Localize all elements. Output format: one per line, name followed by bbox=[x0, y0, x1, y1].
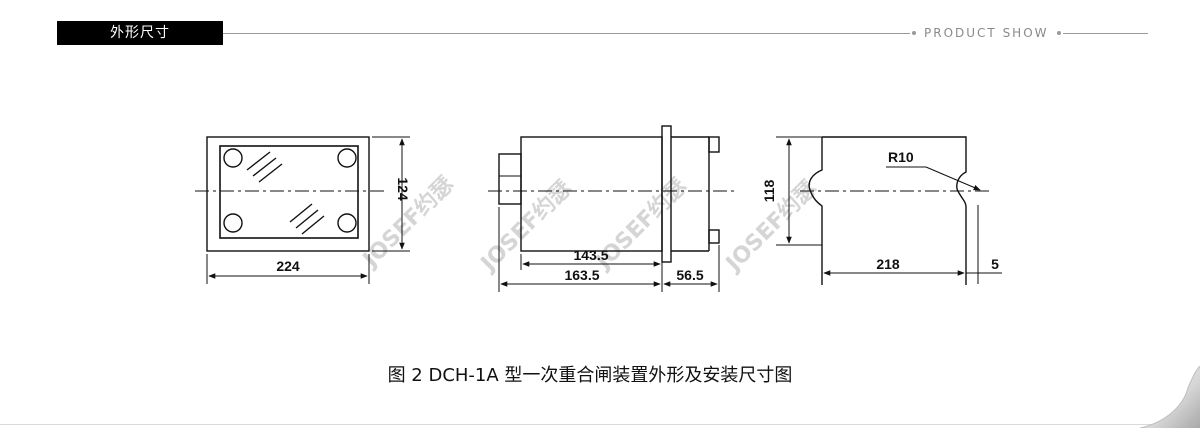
cutout-view bbox=[776, 136, 1002, 285]
header-divider-left bbox=[223, 33, 910, 34]
inner-depth-label: 143.5 bbox=[573, 247, 608, 263]
side-flange bbox=[661, 125, 672, 263]
divider-dot-right bbox=[1057, 31, 1061, 35]
figure-caption: 图 2 DCH-1A 型一次重合闸装置外形及安装尺寸图 bbox=[387, 365, 793, 386]
radius-label: R10 bbox=[888, 149, 914, 165]
front-view bbox=[195, 136, 410, 284]
front-outer-panel bbox=[206, 136, 370, 252]
corner-hole-br bbox=[337, 213, 357, 233]
side-view bbox=[488, 125, 735, 292]
corner-hole-bl bbox=[223, 213, 243, 233]
dimension-drawing: JOSEF约瑟 JOSEF约瑟 JOSEF约瑟 JOSEF约瑟 bbox=[195, 125, 1002, 292]
cutout-width-label: 218 bbox=[876, 256, 900, 272]
header-divider-right bbox=[1063, 33, 1148, 34]
front-inner-window bbox=[219, 145, 359, 239]
corner-hole-tl bbox=[223, 148, 243, 168]
page-curl-icon bbox=[1139, 366, 1200, 428]
divider-dot-left bbox=[912, 31, 916, 35]
cutout-profile-right bbox=[822, 136, 967, 285]
bottom-divider bbox=[0, 424, 1200, 425]
product-show-label: PRODUCT SHOW bbox=[924, 26, 1049, 40]
cutout-profile-left bbox=[808, 137, 823, 285]
front-knob bbox=[498, 153, 522, 205]
rear-depth-label: 56.5 bbox=[676, 267, 703, 283]
edge-offset-label: 5 bbox=[991, 256, 999, 272]
section-tab: 外形尺寸 bbox=[57, 21, 223, 45]
section-header: 外形尺寸 PRODUCT SHOW bbox=[0, 0, 1200, 60]
front-width-label: 224 bbox=[276, 258, 300, 274]
cutout-height-label: 118 bbox=[761, 179, 777, 202]
rear-terminal-bottom bbox=[708, 229, 720, 244]
radius-leader bbox=[925, 166, 981, 191]
corner-hole-tr bbox=[337, 148, 357, 168]
rear-terminal-top bbox=[708, 136, 720, 153]
front-height-label: 124 bbox=[395, 177, 411, 201]
total-depth-label: 163.5 bbox=[564, 267, 599, 283]
